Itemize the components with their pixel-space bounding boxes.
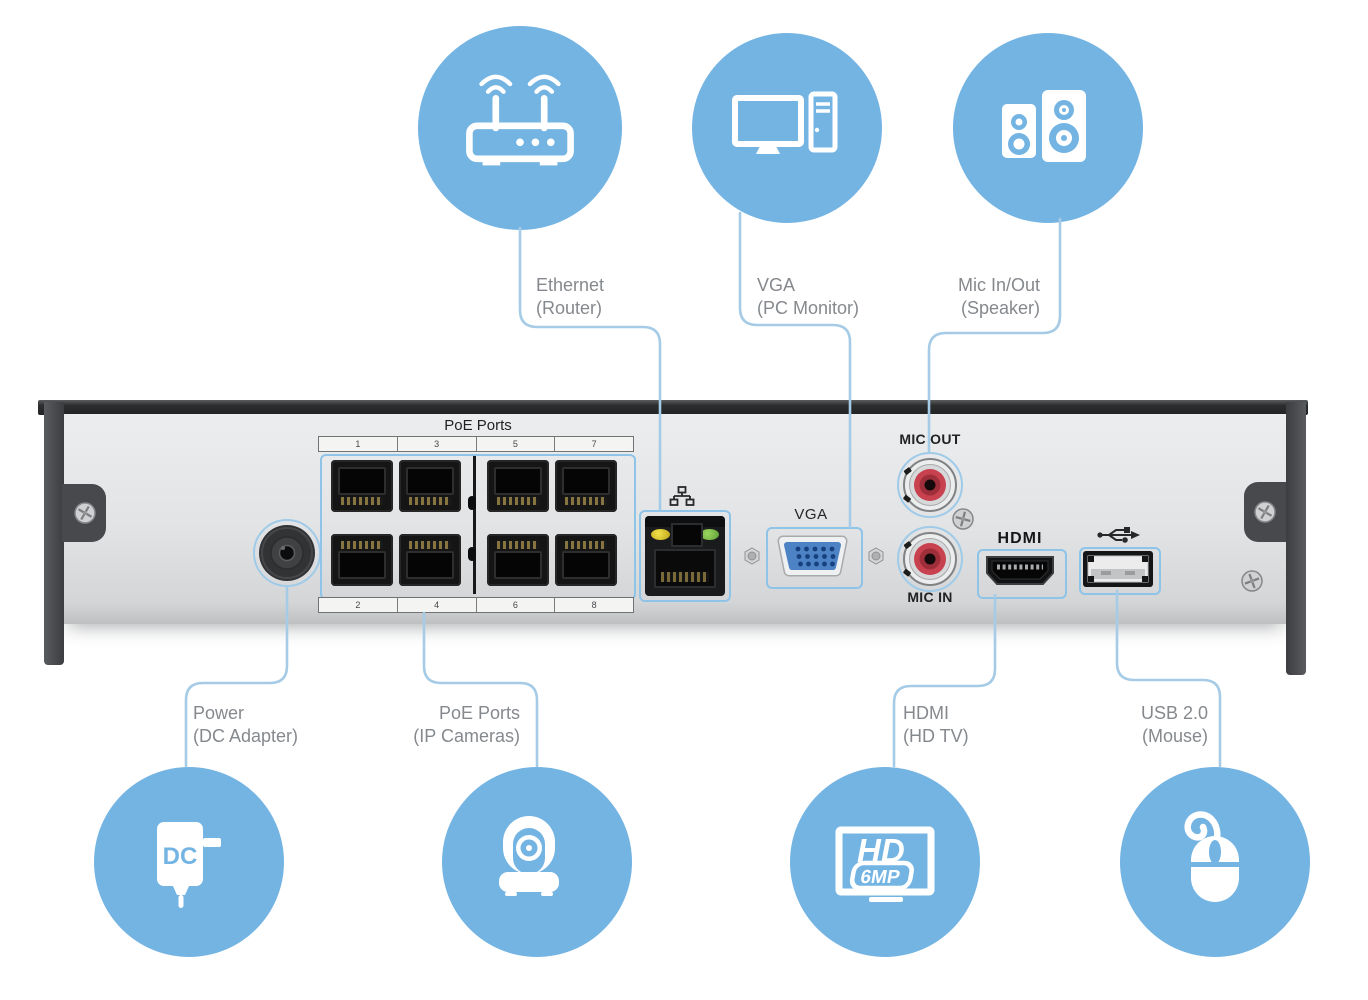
- vga-label: VGA (PC Monitor): [757, 274, 859, 320]
- hdmi-port-label: HDMI: [997, 530, 1043, 547]
- screw-right-ear: [1254, 501, 1276, 523]
- usb-port: [1079, 547, 1161, 595]
- power-label-line2: (DC Adapter): [193, 726, 299, 746]
- mouse-callout-circle: [1120, 767, 1310, 957]
- ethernet-label-line2: (Router): [536, 298, 603, 318]
- ethernet-led-green: [700, 529, 719, 540]
- speaker-callout-circle: [953, 33, 1143, 223]
- mic-in-rca-jack: [903, 532, 957, 586]
- poe-port-number: 4: [396, 598, 476, 612]
- poe-port-number: 3: [396, 437, 476, 451]
- screw-left-ear: [74, 502, 96, 524]
- chassis-top-edge: [38, 400, 1308, 415]
- screw-mic-area: [952, 508, 974, 530]
- mic-out-rca-jack: [903, 458, 957, 512]
- usb-mouse-label-line1: USB 2.0: [1140, 703, 1208, 723]
- power-dc-jack: [253, 519, 321, 587]
- ethernet-led-yellow: [651, 529, 670, 540]
- usb-mouse-label: USB 2.0 (Mouse): [1048, 702, 1208, 748]
- mic-label-line1: Mic In/Out: [957, 275, 1040, 295]
- poe-port-2: [331, 534, 393, 586]
- vga-hex-screw-right: [868, 547, 884, 565]
- poe-port-number: 7: [554, 437, 633, 451]
- ethernet-label-line1: Ethernet: [536, 275, 605, 295]
- hdmi-tv-label-line2: (HD TV): [903, 726, 969, 746]
- pc-monitor-callout-circle: [692, 33, 882, 223]
- vga-label-line1: VGA: [757, 275, 796, 295]
- usb-connector: [1083, 551, 1153, 587]
- router-callout-circle: [418, 26, 622, 230]
- poe-port-8: [555, 534, 617, 586]
- vga-label-line2: (PC Monitor): [757, 298, 860, 318]
- poe-port-number: 6: [475, 598, 555, 612]
- mp-text: 6MP: [859, 867, 902, 888]
- power-label: Power (DC Adapter): [193, 702, 298, 748]
- hdmi-tv-label: HDMI (HD TV): [903, 702, 969, 748]
- ip-camera-callout-circle: [442, 767, 632, 957]
- mic-in-halo: [897, 526, 963, 592]
- poe-cameras-label: PoE Ports (IP Cameras): [360, 702, 520, 748]
- hd-tv-callout-circle: HD 6MP: [790, 767, 980, 957]
- poe-port-7: [555, 460, 617, 512]
- mic-label-line2: (Speaker): [960, 298, 1040, 318]
- dc-text: DC: [163, 843, 198, 870]
- vga-port: [766, 527, 863, 589]
- ip-camera-icon: [499, 816, 559, 896]
- pc-monitor-icon: [732, 91, 838, 154]
- hdmi-connector: [986, 556, 1054, 585]
- rack-bracket-right: [1286, 402, 1306, 675]
- usb-icon: [1097, 527, 1140, 543]
- mic-out-halo: [897, 452, 963, 518]
- speakers-icon: [1002, 90, 1086, 162]
- rack-bracket-left: [44, 402, 64, 665]
- vga-port-label: VGA: [794, 506, 828, 523]
- poe-port-number: 1: [355, 439, 361, 449]
- poe-number-strip-bottom: 2 4 6 8: [318, 597, 634, 613]
- vga-hex-screw-left: [744, 547, 760, 565]
- poe-port-number: 2: [355, 600, 361, 610]
- hd-tv-icon: HD 6MP: [835, 826, 935, 902]
- poe-port-6: [487, 534, 549, 586]
- network-icon: [669, 486, 695, 506]
- poe-port-4: [399, 534, 461, 586]
- vga-connector: [777, 535, 848, 577]
- mic-in-label: MIC IN: [907, 589, 953, 605]
- poe-center-divider: [473, 456, 476, 594]
- poe-cameras-label-line1: PoE Ports: [438, 703, 520, 723]
- mic-out-label: MIC OUT: [899, 431, 961, 447]
- ethernet-port-body: [645, 516, 725, 596]
- poe-divider-slot: [468, 496, 476, 510]
- poe-cameras-label-line2: (IP Cameras): [413, 726, 520, 746]
- dc-adapter-icon: DC: [157, 822, 221, 908]
- usb-mouse-label-line2: (Mouse): [1141, 726, 1208, 746]
- poe-section-title: PoE Ports: [444, 417, 512, 434]
- screw-right-body: [1241, 570, 1263, 592]
- dc-adapter-callout-circle: DC: [94, 767, 284, 957]
- hdmi-port: [977, 549, 1067, 599]
- poe-divider-slot: [468, 547, 476, 561]
- ethernet-uplink-port: [639, 510, 731, 602]
- mic-label: Mic In/Out (Speaker): [880, 274, 1040, 320]
- poe-port-1: [331, 460, 393, 512]
- hdmi-tv-label-line1: HDMI: [903, 703, 949, 723]
- ethernet-label: Ethernet (Router): [536, 274, 604, 320]
- mouse-icon: [1184, 811, 1239, 902]
- router-icon: [466, 74, 574, 166]
- poe-port-number: 5: [475, 437, 555, 451]
- power-label-line1: Power: [193, 703, 245, 723]
- poe-port-3: [399, 460, 461, 512]
- poe-port-number: 8: [554, 598, 633, 612]
- poe-number-strip-top: 1 3 5 7: [318, 436, 634, 452]
- poe-port-5: [487, 460, 549, 512]
